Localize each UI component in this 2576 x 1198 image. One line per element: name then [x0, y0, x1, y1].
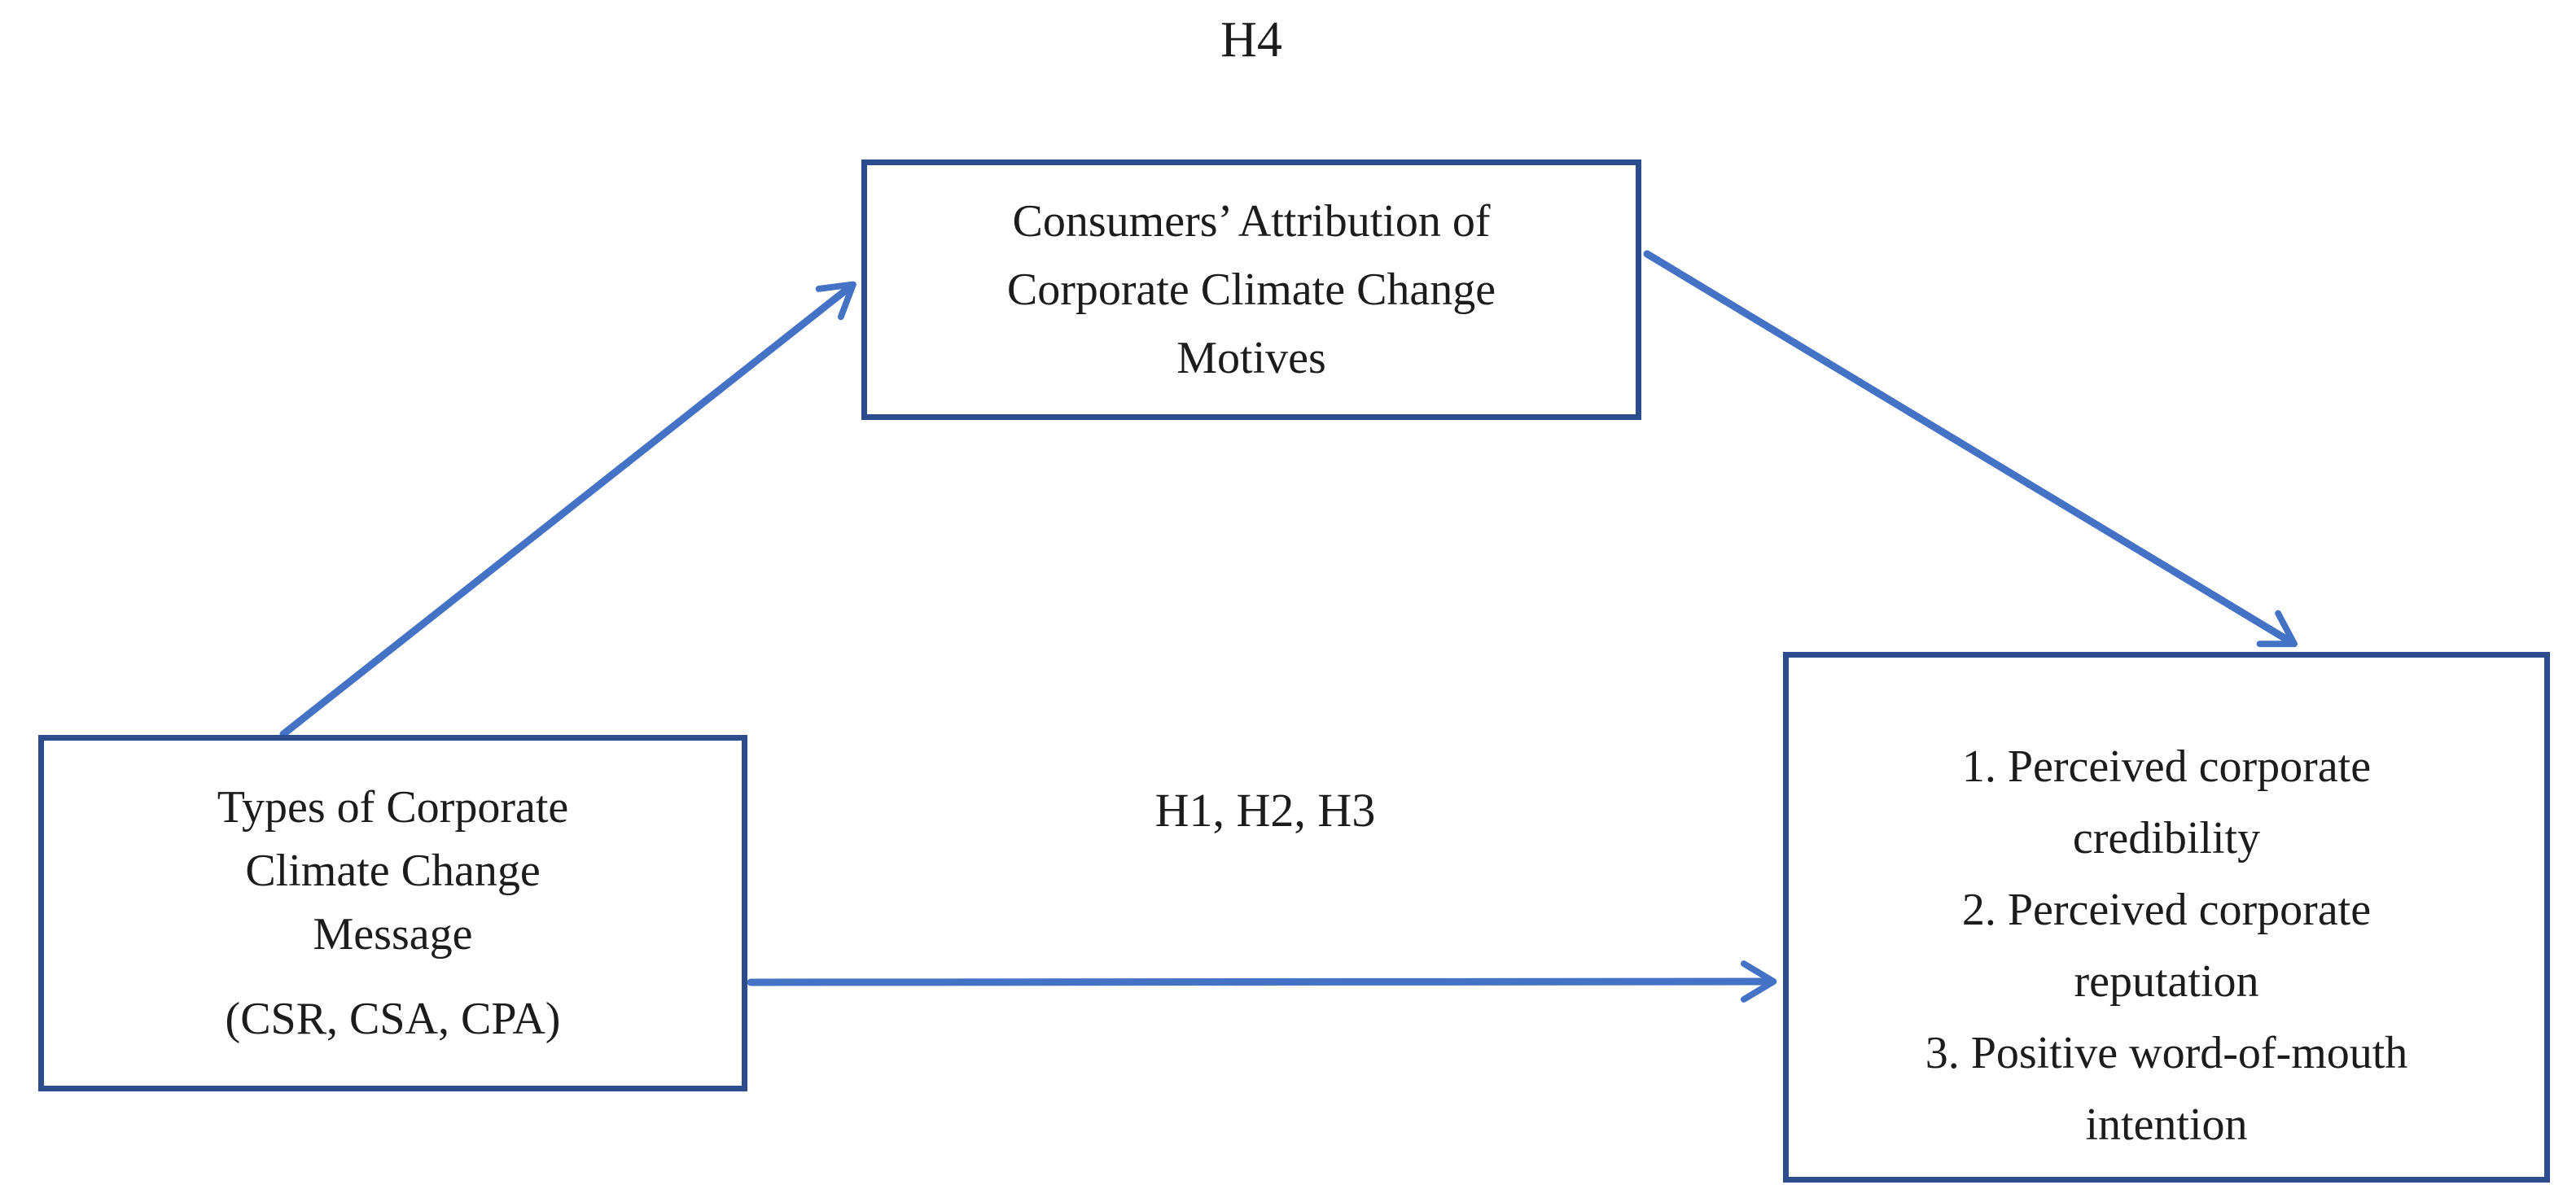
- independent-variable-box: Types of Corporate Climate Change Messag…: [38, 735, 747, 1091]
- outcome-item-line: credibility: [2072, 813, 2261, 864]
- box-text-line: Message: [313, 909, 473, 960]
- box-text-line: Corporate Climate Change: [1006, 265, 1496, 315]
- arrow-message-to-attribution: [279, 281, 856, 738]
- hypothesis-label-h1-h2-h3: H1, H2, H3: [1154, 784, 1376, 837]
- mediator-box: Consumers’ Attribution of Corporate Clim…: [861, 160, 1641, 420]
- outcome-item-line: 2. Perceived corporate: [1961, 885, 2372, 935]
- outcome-item-line: intention: [2085, 1100, 2248, 1150]
- outcome-item-line: reputation: [2074, 956, 2259, 1007]
- hypothesis-label-h4: H4: [1220, 12, 1282, 68]
- box-text-line: Motives: [1176, 333, 1326, 383]
- dependent-variables-box: 1. Perceived corporate credibility 2. Pe…: [1783, 652, 2550, 1183]
- arrow-attribution-to-outcomes: [1643, 250, 2298, 648]
- outcome-item-line: 3. Positive word-of-mouth: [1925, 1028, 2408, 1078]
- outcome-item-line: 1. Perceived corporate: [1961, 741, 2372, 792]
- message-types-abbreviations: (CSR, CSA, CPA): [225, 994, 561, 1044]
- box-text-line: Climate Change: [245, 846, 541, 896]
- box-text-line: Types of Corporate: [217, 782, 569, 833]
- box-text-line: Consumers’ Attribution of: [1012, 196, 1491, 247]
